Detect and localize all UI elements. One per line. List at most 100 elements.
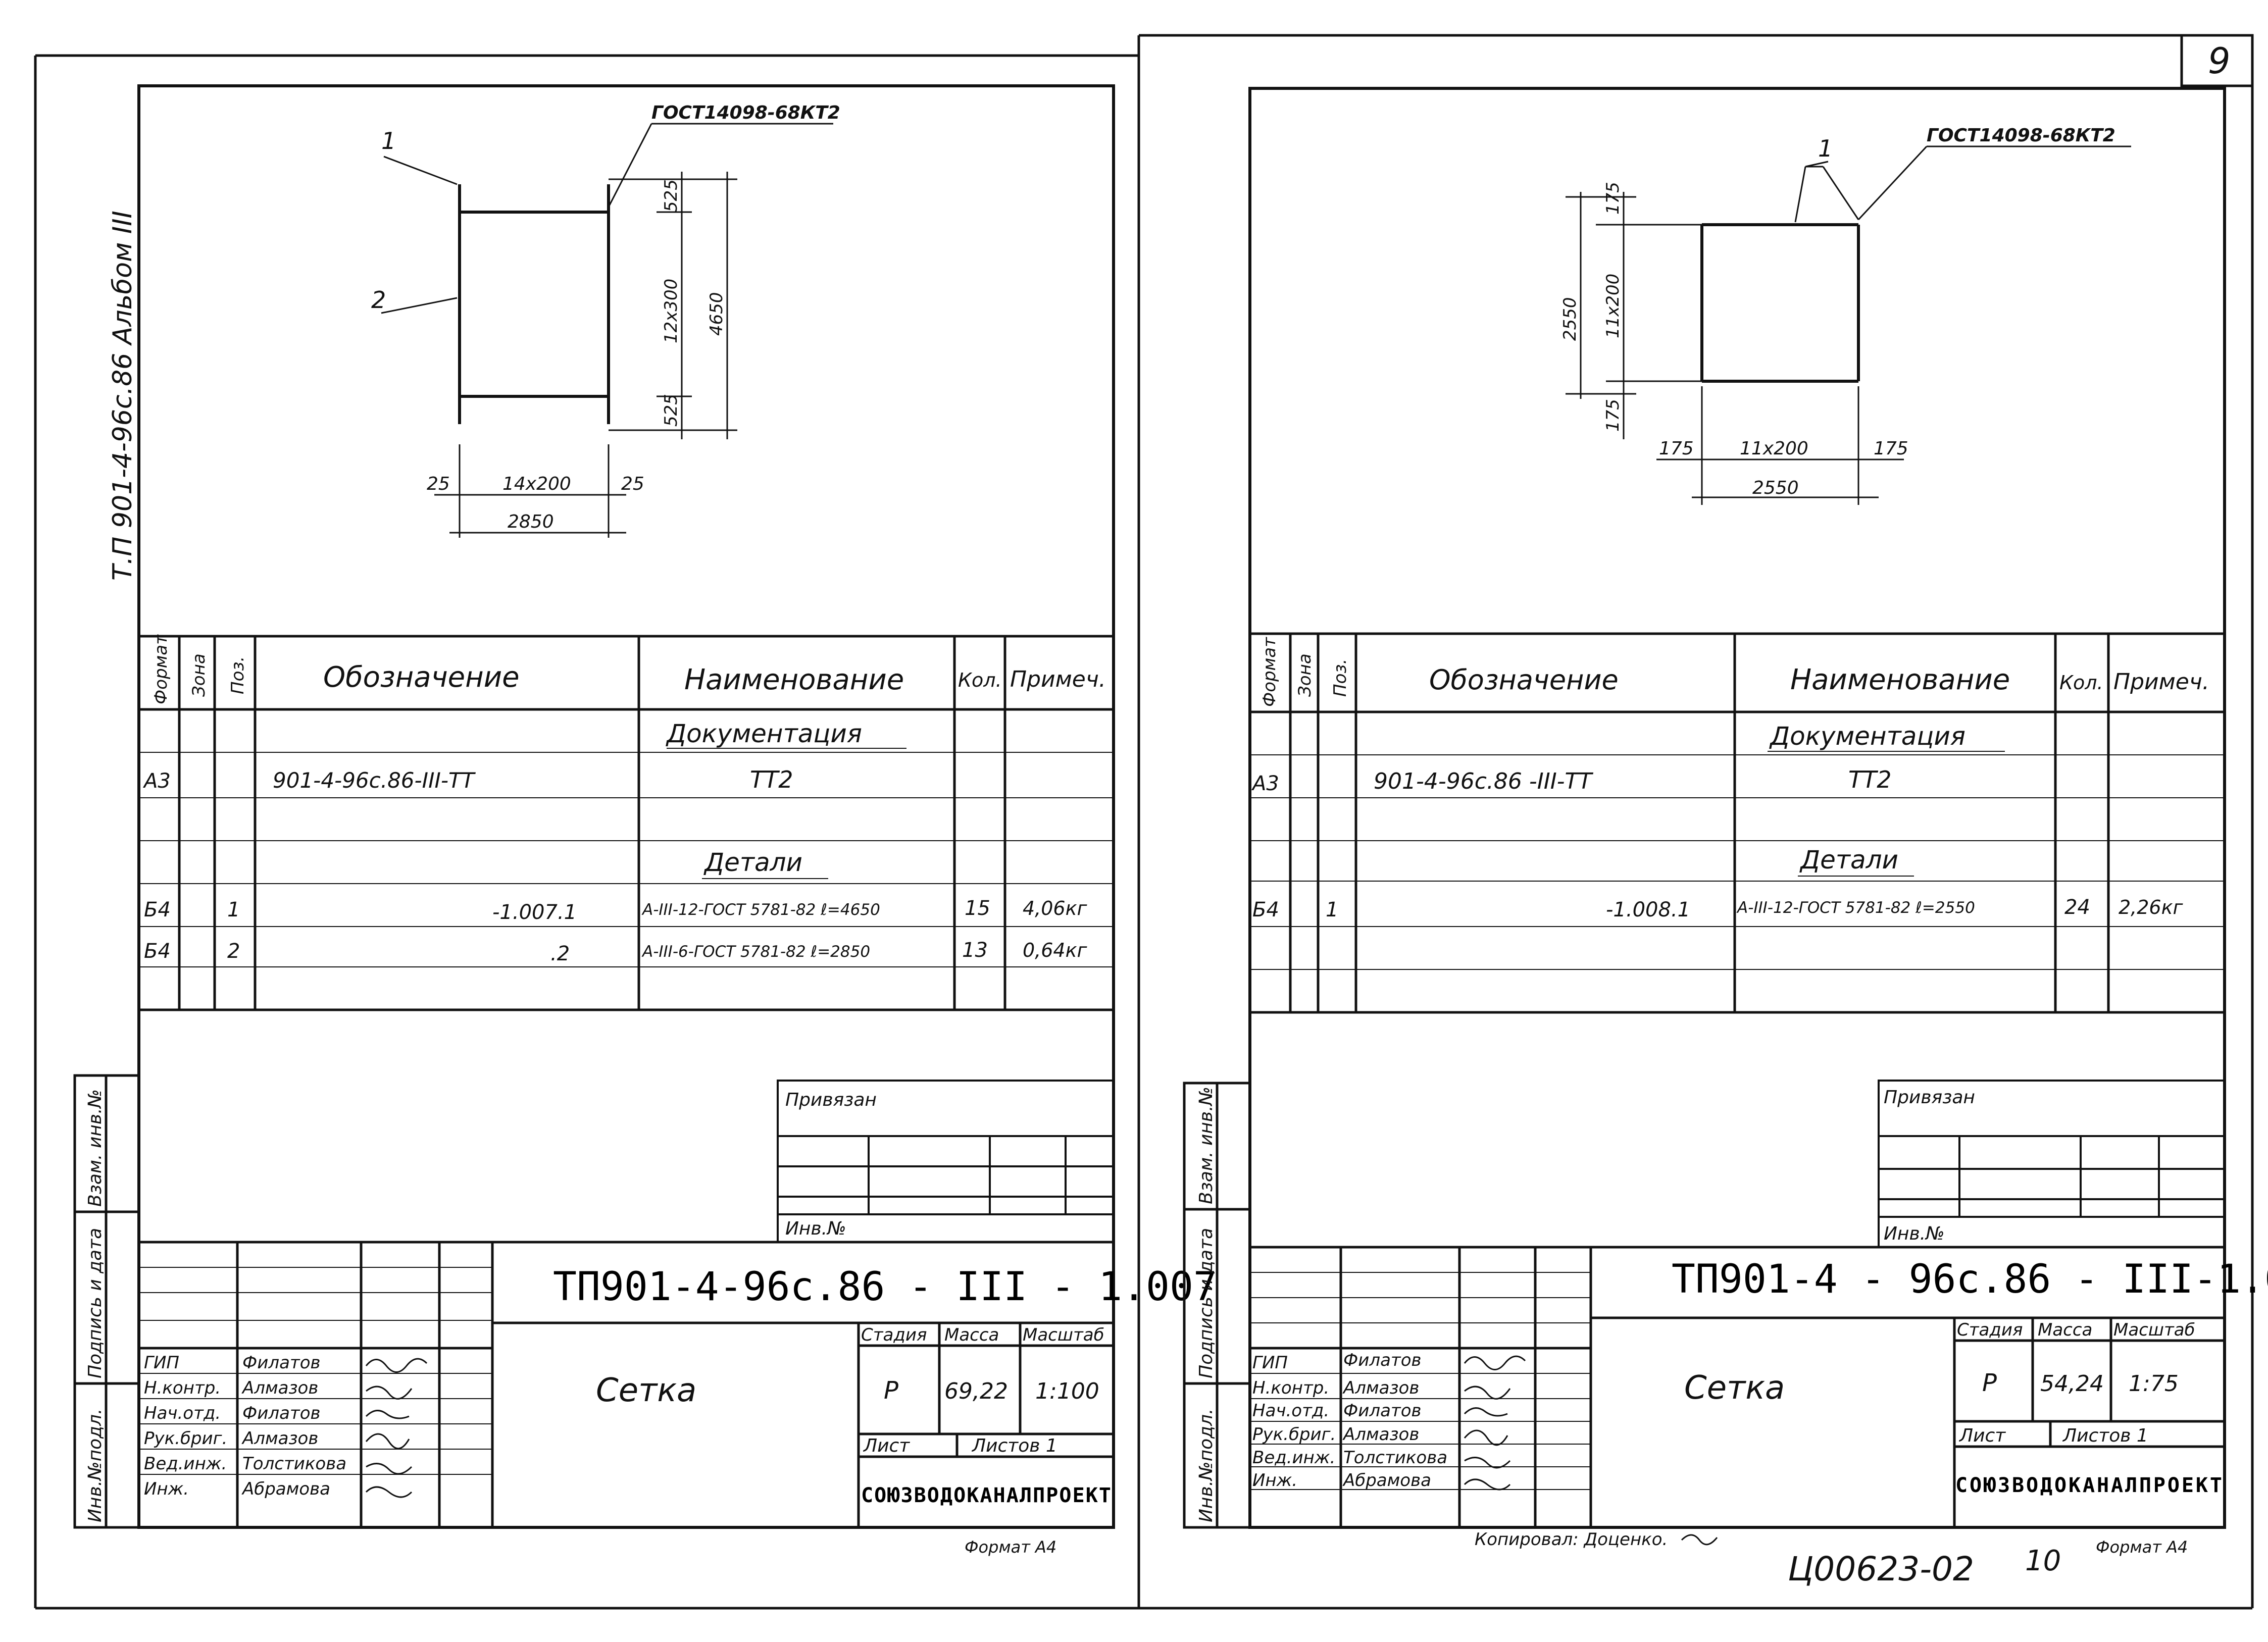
row-designation: -1.007.1	[492, 901, 577, 924]
row-format: Б4	[144, 898, 171, 921]
margin-inv: Инв.№подл.	[1196, 1409, 1217, 1522]
row-name: А-III-12-ГОСТ 5781-82 ℓ=2550	[1736, 899, 1975, 917]
staff-name: Алмазов	[1342, 1424, 1419, 1445]
row-note: 2,26кг	[2119, 896, 2184, 918]
hdr-designation: Обозначение	[1429, 664, 1619, 696]
inv-no-label: Инв.№	[1884, 1223, 1945, 1244]
signature-mark	[365, 1410, 410, 1419]
row-name: ТТ2	[750, 766, 793, 793]
signature-mark	[1681, 1534, 1718, 1546]
hdr-pos: Поз.	[228, 656, 248, 694]
hdr-format: Формат	[151, 634, 171, 704]
archive-number: Ц00623-02	[1788, 1550, 1974, 1588]
row-designation: 901-4-96с.86 -III-ТТ	[1374, 768, 1593, 794]
row-format: Б4	[1252, 898, 1279, 921]
row-qty: 24	[2064, 896, 2090, 919]
inv-no-label: Инв.№	[785, 1218, 846, 1239]
hdr-note: Примеч.	[1010, 666, 1106, 692]
staff-role: ГИП	[1252, 1353, 1288, 1373]
staff-role: ГИП	[144, 1353, 179, 1373]
margin-podpis: Подпись и дата	[1196, 1228, 1217, 1378]
dim-right: 175	[1874, 438, 1908, 459]
mass-value: 54,24	[2040, 1371, 2104, 1397]
stage-value: Р	[1982, 1369, 1997, 1397]
hdr-qty: Кол.	[2059, 672, 2103, 694]
dim-total-v: 2550	[1560, 297, 1580, 341]
dim-bot: 525	[661, 394, 681, 427]
section-details: Детали	[703, 848, 802, 877]
signature-mark	[366, 1463, 413, 1475]
section-documentation: Документация	[666, 719, 862, 748]
leader-2: 2	[371, 286, 386, 314]
sheet-label: Лист	[863, 1435, 910, 1456]
dim-total-v: 4650	[707, 292, 727, 336]
staff-role: Рук.бриг.	[1252, 1424, 1336, 1445]
drawing-title: Сетка	[596, 1372, 696, 1409]
signature-mark	[1464, 1386, 1511, 1400]
archive-sheet: 10	[2025, 1545, 2061, 1577]
staff-name: Толстикова	[1343, 1448, 1447, 1468]
dim-left: 175	[1659, 438, 1694, 459]
hdr-format: Формат	[1259, 637, 1280, 707]
row-format: А3	[1251, 772, 1279, 795]
row-qty: 13	[962, 939, 988, 962]
drawing-code: ТП901-4-96с.86 - III - 1.007	[553, 1264, 1217, 1310]
sheets-label: Листов 1	[2062, 1425, 2148, 1446]
staff-role: Вед.инж.	[144, 1454, 227, 1474]
dim-left: 25	[427, 474, 450, 494]
margin-vzam: Взам. инв.№	[1196, 1087, 1217, 1204]
stage-value: Р	[884, 1376, 898, 1405]
sheets-label: Листов 1	[971, 1435, 1057, 1456]
row-name: ТТ2	[1848, 766, 1891, 793]
gost-label: ГОСТ14098-68КТ2	[1927, 125, 2115, 146]
row-note: 0,64кг	[1023, 939, 1088, 961]
staff-name: Филатов	[1343, 1350, 1422, 1370]
staff-role: Вед.инж.	[1252, 1448, 1335, 1468]
staff-role: Нач.отд.	[144, 1403, 221, 1423]
row-name: А-III-12-ГОСТ 5781-82 ℓ=4650	[641, 901, 880, 919]
row-format: Б4	[144, 940, 171, 963]
dim-bot: 175	[1603, 399, 1623, 432]
staff-role: Рук.бриг.	[144, 1428, 227, 1449]
scale-hdr: Масштаб	[2113, 1320, 2195, 1340]
row-pos: 2	[227, 940, 240, 963]
signature-mark	[1464, 1407, 1508, 1417]
hdr-zone: Зона	[189, 653, 209, 697]
dim-top: 175	[1603, 182, 1623, 215]
sheet-label: Лист	[1958, 1425, 2006, 1446]
privyazan-label: Привязан	[1884, 1087, 1975, 1108]
leader-1: 1	[381, 127, 396, 155]
row-qty: 15	[965, 897, 990, 920]
staff-name: Филатов	[1343, 1401, 1422, 1421]
signature-mark	[365, 1358, 428, 1373]
row-designation: -1.008.1	[1606, 898, 1690, 921]
leader-1: 1	[1818, 135, 1833, 162]
staff-name: Абрамова	[1342, 1470, 1431, 1491]
row-designation: 901-4-96с.86-III-ТТ	[273, 768, 476, 793]
staff-name: Толстикова	[242, 1454, 346, 1474]
row-designation: .2	[550, 942, 570, 965]
staff-name: Алмазов	[241, 1378, 318, 1398]
mass-value: 69,22	[944, 1378, 1008, 1404]
hdr-name: Наименование	[684, 663, 904, 696]
staff-role: Инж.	[144, 1479, 189, 1499]
dim-total-h: 2550	[1752, 478, 1799, 498]
margin-podpis: Подпись и дата	[85, 1228, 106, 1378]
signature-mark	[1464, 1457, 1511, 1469]
drawing-title: Сетка	[1684, 1369, 1785, 1407]
staff-name: Абрамова	[241, 1479, 330, 1499]
staff-role: Нач.отд.	[1252, 1401, 1329, 1421]
privyazan-label: Привязан	[785, 1090, 877, 1110]
hdr-zone: Зона	[1295, 653, 1315, 697]
dim-right: 25	[621, 474, 644, 494]
staff-role: Инж.	[1252, 1470, 1297, 1491]
row-format: А3	[142, 769, 171, 793]
margin-inv: Инв.№подл.	[85, 1409, 106, 1522]
hdr-designation: Обозначение	[323, 661, 520, 694]
format-label: Формат А4	[2096, 1537, 2188, 1557]
mass-hdr: Масса	[2038, 1320, 2092, 1340]
drawing-code: ТП901-4 - 96с.86 - III-1.008	[1672, 1257, 2268, 1302]
hdr-pos: Поз.	[1330, 659, 1350, 697]
scale-hdr: Масштаб	[1023, 1325, 1104, 1345]
